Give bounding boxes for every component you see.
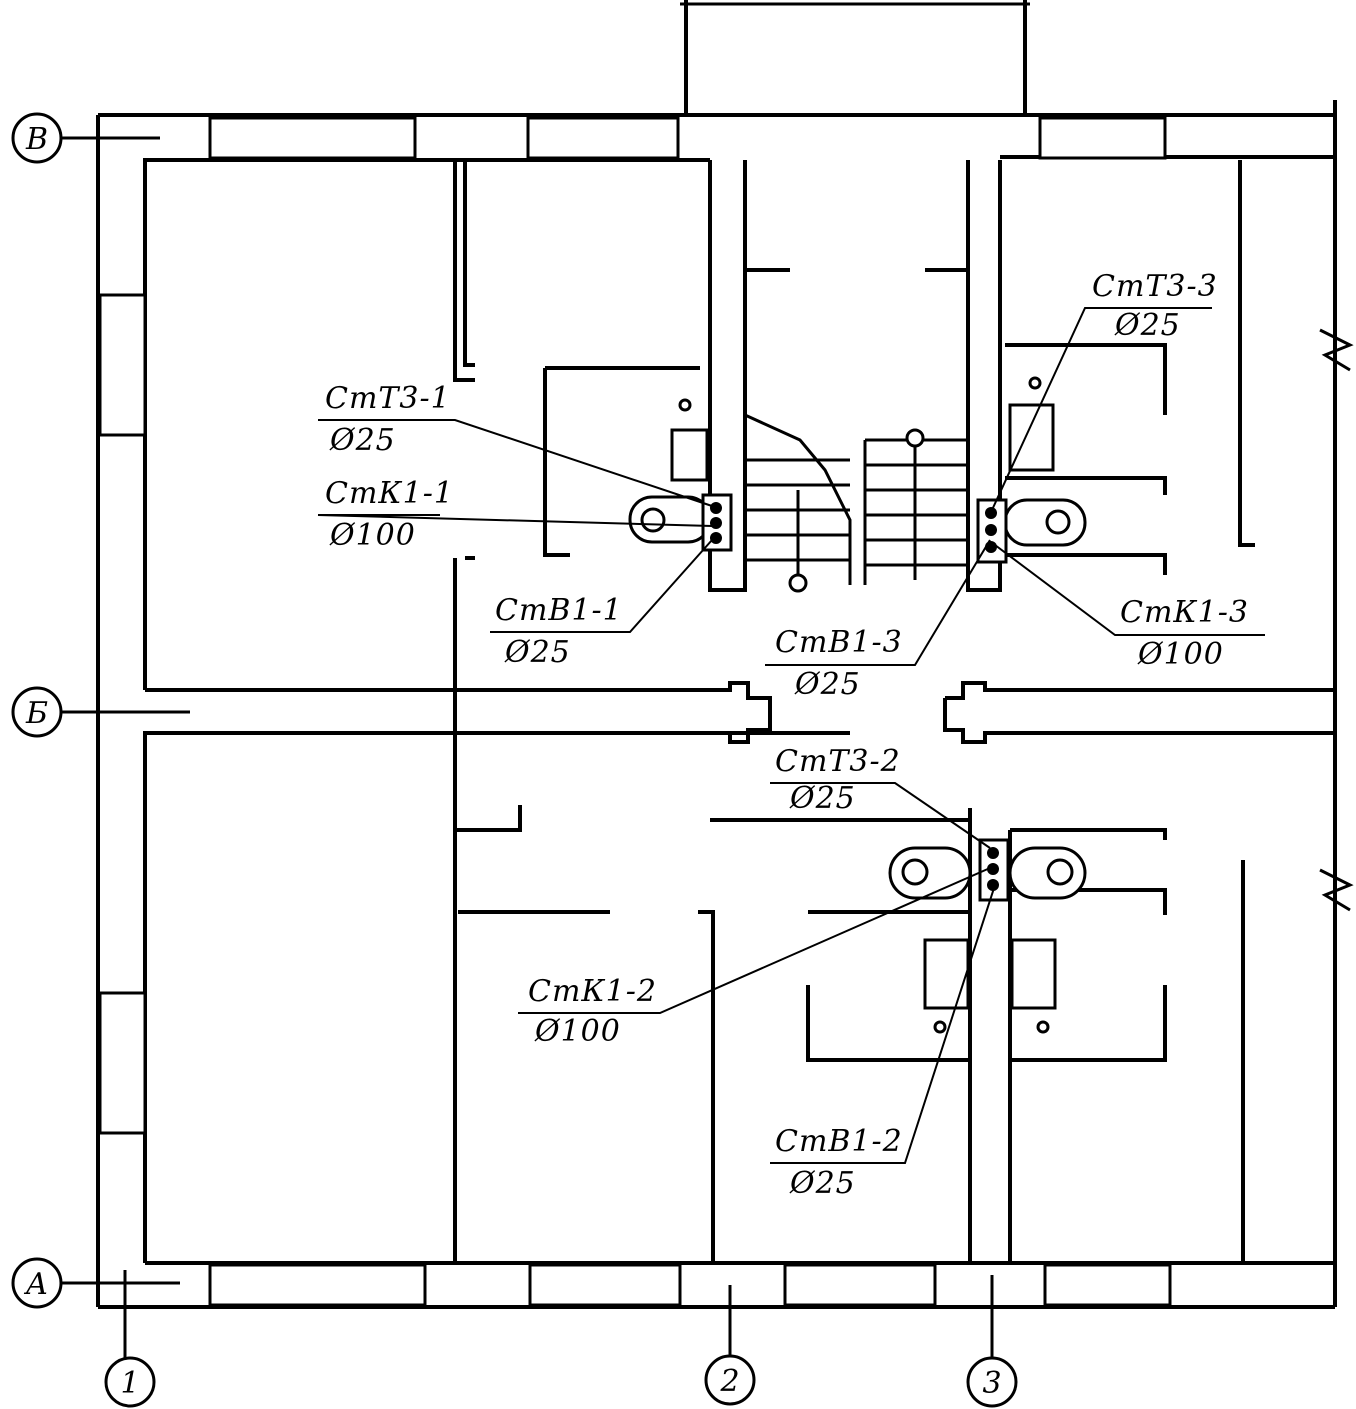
axis-bubble-col-2: 2 xyxy=(704,1354,756,1406)
svg-text:Ø25: Ø25 xyxy=(329,423,396,458)
riser-label-ct3-1: СтТ3-1 Ø25 xyxy=(325,381,451,458)
plumbing-fixtures xyxy=(628,376,1087,1034)
riser-label-cb1-1: СтВ1-1 Ø25 xyxy=(495,593,623,670)
svg-text:СтТ3-3: СтТ3-3 xyxy=(1092,269,1218,304)
riser-label-ct3-3: СтТ3-3 Ø25 xyxy=(1092,269,1218,343)
svg-text:СтТ3-2: СтТ3-2 xyxy=(775,744,901,779)
windows xyxy=(98,116,1172,1307)
svg-text:СтТ3-1: СтТ3-1 xyxy=(325,381,451,416)
svg-text:СтК1-1: СтК1-1 xyxy=(325,476,454,511)
svg-text:2: 2 xyxy=(719,1364,739,1399)
riser-label-cb1-3: СтВ1-3 Ø25 xyxy=(775,625,903,702)
svg-text:СтК1-3: СтК1-3 xyxy=(1120,595,1249,630)
riser-label-ck1-2: СтК1-2 Ø100 xyxy=(528,974,657,1049)
riser-label-ck1-3: СтК1-3 Ø100 xyxy=(1120,595,1249,672)
axis-bubble-col-3: 3 xyxy=(966,1356,1018,1408)
svg-text:Ø100: Ø100 xyxy=(1137,637,1224,672)
entrance-porch xyxy=(680,0,1030,115)
svg-text:А: А xyxy=(24,1267,49,1302)
riser-group-3 xyxy=(976,498,1008,564)
svg-text:Ø100: Ø100 xyxy=(534,1014,621,1049)
svg-text:Б: Б xyxy=(25,696,48,731)
riser-labels: СтТ3-1 Ø25 СтК1-1 Ø100 СтВ1-1 Ø25 СтТ3-3… xyxy=(325,269,1249,1201)
axis-bubble-row-v: В xyxy=(11,112,63,164)
svg-text:Ø25: Ø25 xyxy=(1114,308,1181,343)
svg-text:СтВ1-2: СтВ1-2 xyxy=(775,1124,903,1159)
axis-bubble-row-b: Б xyxy=(11,686,63,738)
riser-group-1 xyxy=(701,493,733,552)
svg-text:Ø25: Ø25 xyxy=(789,1166,856,1201)
svg-text:СтВ1-3: СтВ1-3 xyxy=(775,625,903,660)
svg-text:В: В xyxy=(25,122,48,157)
svg-text:Ø25: Ø25 xyxy=(789,781,856,816)
svg-text:Ø100: Ø100 xyxy=(329,518,416,553)
riser-label-ck1-1: СтК1-1 Ø100 xyxy=(325,476,454,553)
axis-markers: В Б А 1 2 3 xyxy=(11,112,1018,1408)
staircase xyxy=(744,413,968,593)
svg-text:3: 3 xyxy=(982,1366,1001,1401)
svg-text:СтВ1-1: СтВ1-1 xyxy=(495,593,623,628)
riser-label-ct3-2: СтТ3-2 Ø25 xyxy=(775,744,901,816)
svg-text:СтК1-2: СтК1-2 xyxy=(528,974,657,1009)
interior-walls xyxy=(453,160,1255,1263)
axis-bubble-col-1: 1 xyxy=(104,1356,156,1408)
svg-text:Ø25: Ø25 xyxy=(504,635,571,670)
axis-bubble-row-a: А xyxy=(11,1257,63,1309)
label-underlines xyxy=(318,307,1265,1164)
riser-label-cb1-2: СтВ1-2 Ø25 xyxy=(775,1124,903,1201)
svg-text:Ø25: Ø25 xyxy=(794,667,861,702)
corridor-walls xyxy=(145,681,1335,744)
svg-text:1: 1 xyxy=(120,1366,139,1401)
